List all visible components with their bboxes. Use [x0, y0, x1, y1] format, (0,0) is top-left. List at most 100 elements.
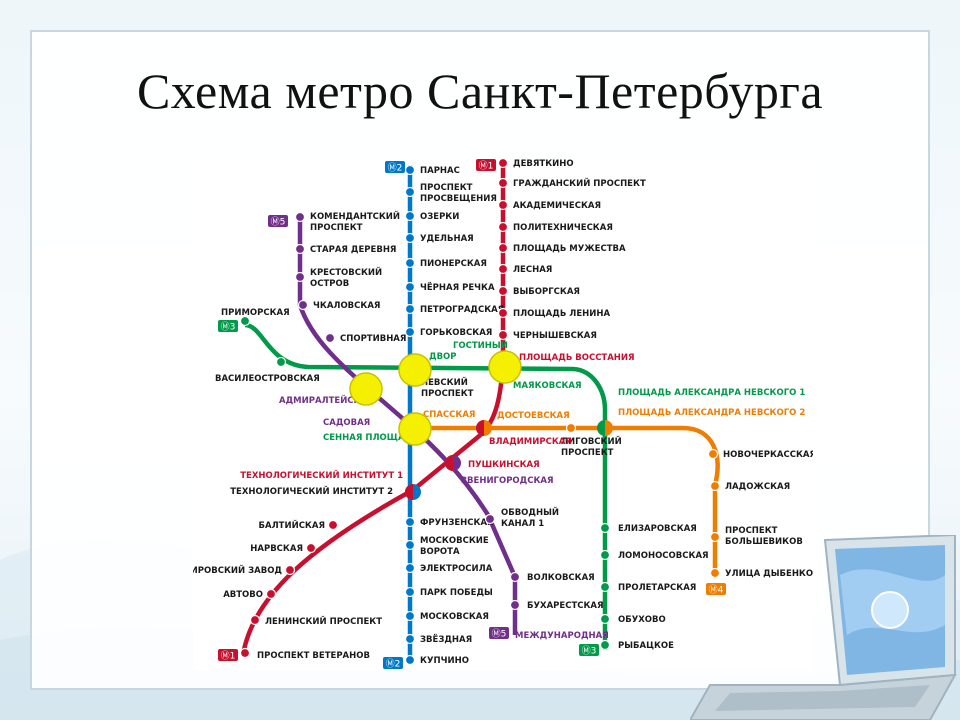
station-ploshchad-muzhestva[interactable]: ПЛОЩАДЬ МУЖЕСТВА — [497, 242, 626, 255]
svg-text:ПРОСПЕКТ ВЕТЕРАНОВ: ПРОСПЕКТ ВЕТЕРАНОВ — [257, 651, 370, 661]
station-politekhnicheskaya[interactable]: ПОЛИТЕХНИЧЕСКАЯ — [497, 221, 613, 234]
station-chkalovskaya[interactable]: ЧКАЛОВСКАЯ — [297, 299, 381, 312]
station-sennaya-ploshchad[interactable]: СЕННАЯ ПЛОЩАДЬ — [323, 433, 419, 443]
station-tekhnologichesky-2[interactable]: ТЕХНОЛОГИЧЕСКИЙ ИНСТИТУТ 2 — [230, 485, 393, 497]
interchange-alexandra-nevskogo[interactable] — [597, 420, 613, 436]
transfer-hub-vosstaniya[interactable] — [488, 350, 522, 384]
line-2-top-badge: Ⓜ2 — [385, 161, 405, 174]
station-parnas[interactable]: ПАРНАС — [404, 164, 460, 177]
interchange-pushkinskaya-zvenigorodskaya[interactable] — [445, 455, 461, 471]
svg-text:ПЛОЩАДЬ ВОССТАНИЯ: ПЛОЩАДЬ ВОССТАНИЯ — [519, 353, 635, 363]
station-ulitsa-dybenko[interactable]: УЛИЦА ДЫБЕНКО — [709, 567, 814, 580]
station-novocherkasskaya[interactable]: НОВОЧЕРКАССКАЯ — [707, 448, 816, 461]
station-rybatskoe[interactable]: РЫБАЦКОЕ — [599, 639, 675, 652]
svg-text:ФРУНЗЕНСКАЯ: ФРУНЗЕНСКАЯ — [420, 518, 494, 528]
transfer-hub-gostiny-dvor[interactable] — [398, 353, 432, 387]
interchange-dostoevskaya-vladimirskaya[interactable] — [476, 420, 492, 436]
line-4-bottom-badge: Ⓜ4 — [706, 583, 726, 596]
svg-text:ГРАЖДАНСКИЙ ПРОСПЕКТ: ГРАЖДАНСКИЙ ПРОСПЕКТ — [513, 177, 646, 189]
svg-text:ВЛАДИМИРСКАЯ: ВЛАДИМИРСКАЯ — [489, 437, 572, 447]
svg-text:ЛОМОНОСОВСКАЯ: ЛОМОНОСОВСКАЯ — [618, 551, 709, 561]
station-dostoevskaya[interactable]: ДОСТОЕВСКАЯ — [497, 411, 570, 421]
station-lomonosovskaya[interactable]: ЛОМОНОСОВСКАЯ — [599, 549, 709, 562]
station-sportivnaya[interactable]: СПОРТИВНАЯ — [324, 332, 407, 345]
svg-text:Ⓜ3: Ⓜ3 — [582, 646, 597, 657]
station-chernyshevskaya[interactable]: ЧЕРНЫШЕВСКАЯ — [497, 329, 597, 342]
station-lesnaya[interactable]: ЛЕСНАЯ — [497, 263, 553, 276]
station-tekhnologichesky-1[interactable]: ТЕХНОЛОГИЧЕСКИЙ ИНСТИТУТ 1 — [240, 469, 403, 481]
station-ploshchad-vosstaniya[interactable]: ПЛОЩАДЬ ВОССТАНИЯ — [519, 353, 635, 363]
station-pionerskaya[interactable]: ПИОНЕРСКАЯ — [404, 257, 487, 270]
transfer-hub-sennaya[interactable] — [398, 412, 432, 446]
station-ploshchad-alexandra-2[interactable]: ПЛОЩАДЬ АЛЕКСАНДРА НЕВСКОГО 2 — [618, 408, 805, 418]
line-5-path — [297, 217, 518, 635]
station-mezhdunarodnaya[interactable]: МЕЖДУНАРОДНАЯ — [515, 631, 609, 641]
svg-text:ЭЛЕКТРОСИЛА: ЭЛЕКТРОСИЛА — [420, 564, 493, 574]
svg-text:ОЗЕРКИ: ОЗЕРКИ — [420, 212, 459, 222]
line-5-top-badge: Ⓜ5 — [268, 215, 288, 228]
station-pushkinskaya[interactable]: ПУШКИНСКАЯ — [468, 460, 540, 470]
interchange-tekhnologichesky[interactable] — [405, 484, 421, 500]
station-kirovsky-zavod[interactable]: КИРОВСКИЙ ЗАВОД — [184, 564, 296, 576]
station-akademicheskaya[interactable]: АКАДЕМИЧЕСКАЯ — [497, 199, 602, 212]
station-ladozhskaya[interactable]: ЛАДОЖСКАЯ — [709, 480, 791, 493]
station-udelnaya[interactable]: УДЕЛЬНАЯ — [404, 232, 474, 245]
station-proletarskaya[interactable]: ПРОЛЕТАРСКАЯ — [599, 581, 697, 594]
slide-title: Схема метро Санкт-Петербурга — [136, 63, 824, 119]
station-leninsky-prospekt[interactable]: ЛЕНИНСКИЙ ПРОСПЕКТ — [249, 614, 383, 627]
svg-text:ОБУХОВО: ОБУХОВО — [618, 615, 666, 625]
svg-text:НЕВСКИЙ: НЕВСКИЙ — [421, 376, 468, 388]
station-obukhovo[interactable]: ОБУХОВО — [599, 613, 666, 626]
station-elektrosila[interactable]: ЭЛЕКТРОСИЛА — [404, 562, 493, 575]
station-elizarovskaya[interactable]: ЕЛИЗАРОВСКАЯ — [599, 522, 697, 535]
station-spasskaya[interactable]: СПАССКАЯ — [423, 410, 475, 420]
station-vladimirskaya[interactable]: ВЛАДИМИРСКАЯ — [489, 437, 572, 447]
station-grazhdansky-prospekt[interactable]: ГРАЖДАНСКИЙ ПРОСПЕКТ — [497, 177, 646, 189]
station-primorskaya[interactable]: ПРИМОРСКАЯ — [221, 308, 290, 327]
svg-text:Ⓜ4: Ⓜ4 — [709, 585, 724, 596]
station-sadovaya[interactable]: САДОВАЯ — [323, 418, 370, 428]
line-3-path — [244, 322, 608, 650]
station-chernaya-rechka[interactable]: ЧЁРНАЯ РЕЧКА — [404, 281, 495, 293]
station-zvezdnaya[interactable]: ЗВЁЗДНАЯ — [404, 633, 473, 645]
station-ploshchad-alexandra-1[interactable]: ПЛОЩАДЬ АЛЕКСАНДРА НЕВСКОГО 1 — [618, 388, 805, 398]
svg-text:БОЛЬШЕВИКОВ: БОЛЬШЕВИКОВ — [725, 537, 803, 547]
station-park-pobedy[interactable]: ПАРК ПОБЕДЫ — [404, 586, 494, 599]
svg-text:ВЫБОРГСКАЯ: ВЫБОРГСКАЯ — [513, 287, 580, 297]
station-frunzenskaya[interactable]: ФРУНЗЕНСКАЯ — [404, 516, 494, 529]
station-ploshchad-lenina[interactable]: ПЛОЩАДЬ ЛЕНИНА — [497, 307, 611, 320]
station-volkovskaya[interactable]: ВОЛКОВСКАЯ — [509, 571, 595, 584]
station-zvenigorodskaya[interactable]: ЗВЕНИГОРОДСКАЯ — [461, 476, 554, 486]
svg-text:УДЕЛЬНАЯ: УДЕЛЬНАЯ — [420, 234, 474, 244]
station-mayakovskaya[interactable]: МАЯКОВСКАЯ — [513, 381, 582, 391]
station-devyatkino[interactable]: ДЕВЯТКИНО — [497, 157, 574, 170]
station-narvskaya[interactable]: НАРВСКАЯ — [250, 542, 317, 555]
station-kupchino[interactable]: КУПЧИНО — [404, 654, 469, 667]
station-avtovo[interactable]: АВТОВО — [223, 588, 277, 601]
station-petrogradskaya[interactable]: ПЕТРОГРАДСКАЯ — [404, 303, 505, 316]
station-gorkovskaya[interactable]: ГОРЬКОВСКАЯ — [404, 326, 493, 339]
station-ozerki[interactable]: ОЗЕРКИ — [404, 210, 460, 223]
station-moskovskaya[interactable]: МОСКОВСКАЯ — [404, 610, 489, 623]
svg-text:ДВОР: ДВОР — [429, 352, 457, 362]
svg-text:КИРОВСКИЙ ЗАВОД: КИРОВСКИЙ ЗАВОД — [193, 564, 282, 576]
station-baltiyskaya[interactable]: БАЛТИЙСКАЯ — [259, 519, 339, 531]
transfer-hub-admiralteyskaya[interactable] — [349, 372, 383, 406]
svg-text:ПОЛИТЕХНИЧЕСКАЯ: ПОЛИТЕХНИЧЕСКАЯ — [513, 223, 613, 233]
station-admiralteyskaya[interactable]: АДМИРАЛТЕЙСКАЯ — [279, 394, 374, 406]
station-prospekt-veteranov[interactable]: ПРОСПЕКТ ВЕТЕРАНОВ — [239, 647, 370, 662]
station-vasileostrovskaya[interactable]: ВАСИЛЕОСТРОВСКАЯ — [215, 356, 320, 385]
station-bukharestskaya[interactable]: БУХАРЕСТСКАЯ — [509, 599, 604, 612]
station-staraya-derevnya[interactable]: СТАРАЯ ДЕРЕВНЯ — [294, 243, 397, 256]
svg-text:ЕЛИЗАРОВСКАЯ: ЕЛИЗАРОВСКАЯ — [618, 524, 697, 534]
station-vyborgskaya[interactable]: ВЫБОРГСКАЯ — [497, 285, 580, 298]
